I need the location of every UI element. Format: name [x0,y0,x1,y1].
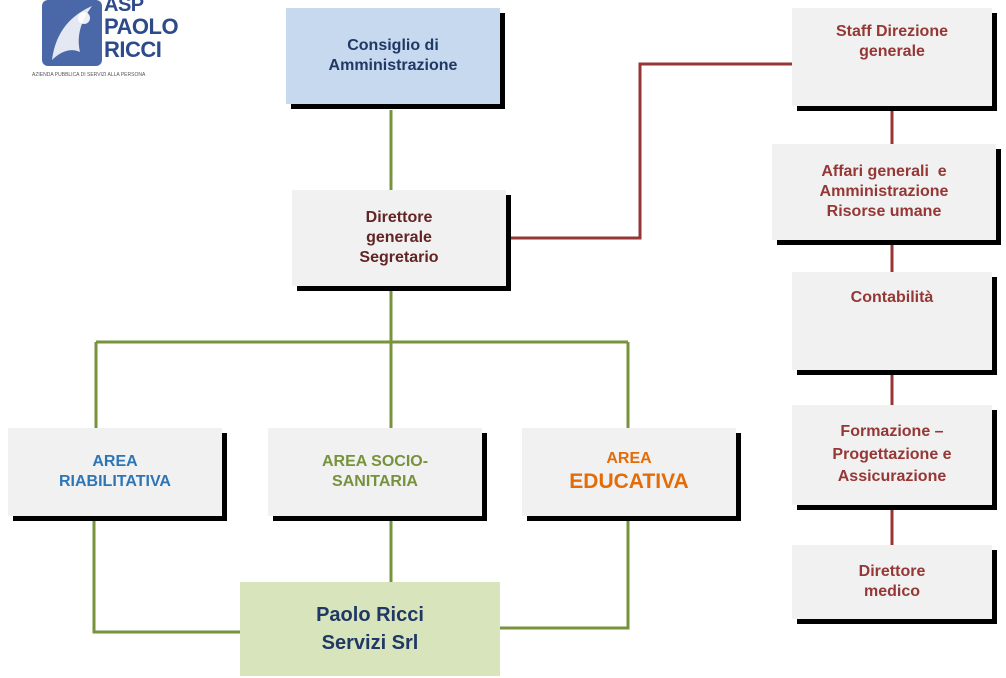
formazione-line3: Assicurazione [837,468,947,486]
node-direttore-medico: Direttore medico [792,545,992,619]
line-riabilitativa-srl [92,520,240,634]
line-educativa-srl [500,520,630,630]
staff-direzione-line2: generale [859,43,925,60]
area-socio-line2: SANITARIA [332,473,418,490]
node-area-riabilitativa: AREA RIABILITATIVA [8,428,222,516]
area-riabilitativa-line2: RIABILITATIVA [59,473,171,490]
node-area-socio-sanitaria: AREA SOCIO- SANITARIA [268,428,482,516]
affari-generali-line1: Affari generali e [821,163,947,180]
direttore-medico-line2: medico [863,583,920,600]
logo-subtitle: AZIENDA PUBBLICA DI SERVIZI ALLA PERSONA [32,72,146,78]
formazione-line2: Progettazione e [832,445,952,463]
logo-emblem-icon [42,0,102,66]
direttore-medico-line1: Direttore [858,563,926,580]
affari-generali-line3: Risorse umane [826,203,942,220]
logo-line1: ASP [104,0,144,16]
area-socio-line1: AREA SOCIO- [321,453,429,470]
area-educativa-line2: EDUCATIVA [569,469,689,493]
asp-logo: ASP PAOLO RICCI AZIENDA PUBBLICA DI SERV… [32,0,179,80]
node-formazione: Formazione – Progettazione e Assicurazio… [792,405,992,505]
contabilita-label: Contabilità [850,289,934,306]
area-riabilitativa-line1: AREA [92,453,138,470]
direttore-generale-line1: Direttore [365,209,433,226]
node-affari-generali: Affari generali e Amministrazione Risors… [772,144,996,240]
node-area-educativa: AREA EDUCATIVA [522,428,736,516]
area-educativa-line1: AREA [606,449,652,467]
affari-generali-line2: Amministrazione [819,183,949,200]
direttore-generale-line3: Segretario [359,249,439,266]
node-servizi-srl: Paolo Ricci Servizi Srl [240,582,500,676]
logo-line2: PAOLO [104,14,179,39]
line-direttore-staff [510,62,792,240]
node-consiglio-label: Consiglio di Amministrazione [328,37,458,74]
staff-direzione-line1: Staff Direzione [835,23,948,40]
servizi-srl-line2: Servizi Srl [321,632,419,654]
direttore-generale-line2: generale [366,229,432,246]
node-direttore-generale: Direttore generale Segretario [292,190,506,286]
node-contabilita: Contabilità [792,272,992,370]
node-staff-direzione: Staff Direzione generale [792,8,992,106]
logo-line3: RICCI [104,37,162,62]
formazione-line1: Formazione – [840,423,944,441]
node-consiglio: Consiglio di Amministrazione [286,8,500,104]
servizi-srl-line1: Paolo Ricci [316,604,424,626]
